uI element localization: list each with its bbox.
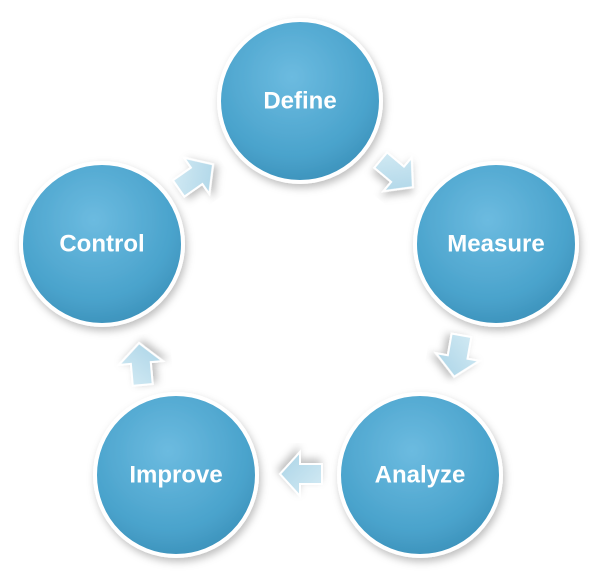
node-improve: Improve — [93, 392, 259, 558]
arrow-control-to-define — [171, 156, 215, 199]
node-analyze: Analyze — [337, 392, 503, 558]
arrow-analyze-to-improve — [278, 449, 323, 499]
node-control: Control — [19, 161, 185, 327]
arrows-layer — [116, 151, 483, 499]
node-improve-label: Improve — [129, 462, 222, 489]
node-control-label: Control — [59, 231, 144, 258]
node-measure: Measure — [413, 161, 579, 327]
node-analyze-label: Analyze — [375, 462, 466, 489]
arrow-improve-to-control — [116, 341, 166, 387]
node-define: Define — [217, 18, 383, 184]
node-measure-label: Measure — [447, 231, 544, 258]
arrow-measure-to-analyze — [433, 332, 483, 378]
arrow-define-to-measure — [372, 151, 414, 193]
node-define-label: Define — [263, 88, 336, 115]
